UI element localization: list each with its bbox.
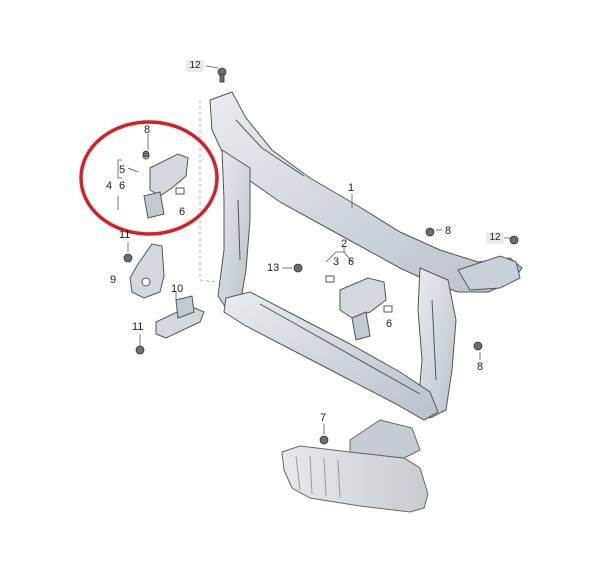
bolt-13	[293, 263, 303, 273]
callout-2: 2	[341, 238, 348, 250]
callout-3: 3	[333, 256, 340, 268]
callout-13: 13	[267, 262, 280, 274]
bolt-12-right	[509, 235, 519, 245]
callout-6-circle-bottom: 6	[179, 206, 186, 218]
radiator-support-frame	[209, 91, 523, 421]
callout-11-bottom: 11	[132, 321, 144, 333]
lower-air-guide	[281, 419, 429, 513]
callout-9: 9	[110, 274, 117, 286]
bracket-part-9	[129, 243, 165, 299]
bracket-part-10	[155, 295, 205, 339]
callout-4: 4	[106, 180, 113, 192]
callout-8-right-bottom: 8	[477, 361, 484, 373]
callout-12-top: 12	[186, 60, 204, 72]
callout-12-right: 12	[486, 232, 504, 244]
lock-carrier-bracket-center	[325, 275, 393, 341]
callout-6-left: 6	[119, 180, 126, 192]
bolt-11-top	[123, 253, 133, 263]
bolt-11-bottom	[135, 345, 145, 355]
bolt-8-right-top	[425, 227, 435, 237]
callout-8-right-top: 8	[445, 225, 452, 237]
callout-6-center-bottom: 6	[386, 318, 393, 330]
callout-10: 10	[171, 283, 184, 295]
bolt-8-right-bottom	[473, 341, 483, 351]
callout-11-top: 11	[119, 229, 131, 241]
leader-lines	[117, 65, 510, 434]
bolt-7	[319, 435, 329, 445]
callout-6-center: 6	[348, 256, 355, 268]
callout-1: 1	[348, 182, 355, 194]
bolt-8-top	[142, 150, 150, 158]
callout-8-circle: 8	[144, 124, 151, 136]
callout-7: 7	[320, 412, 327, 424]
callout-5: 5	[119, 164, 126, 176]
highlight-circle	[79, 120, 219, 236]
